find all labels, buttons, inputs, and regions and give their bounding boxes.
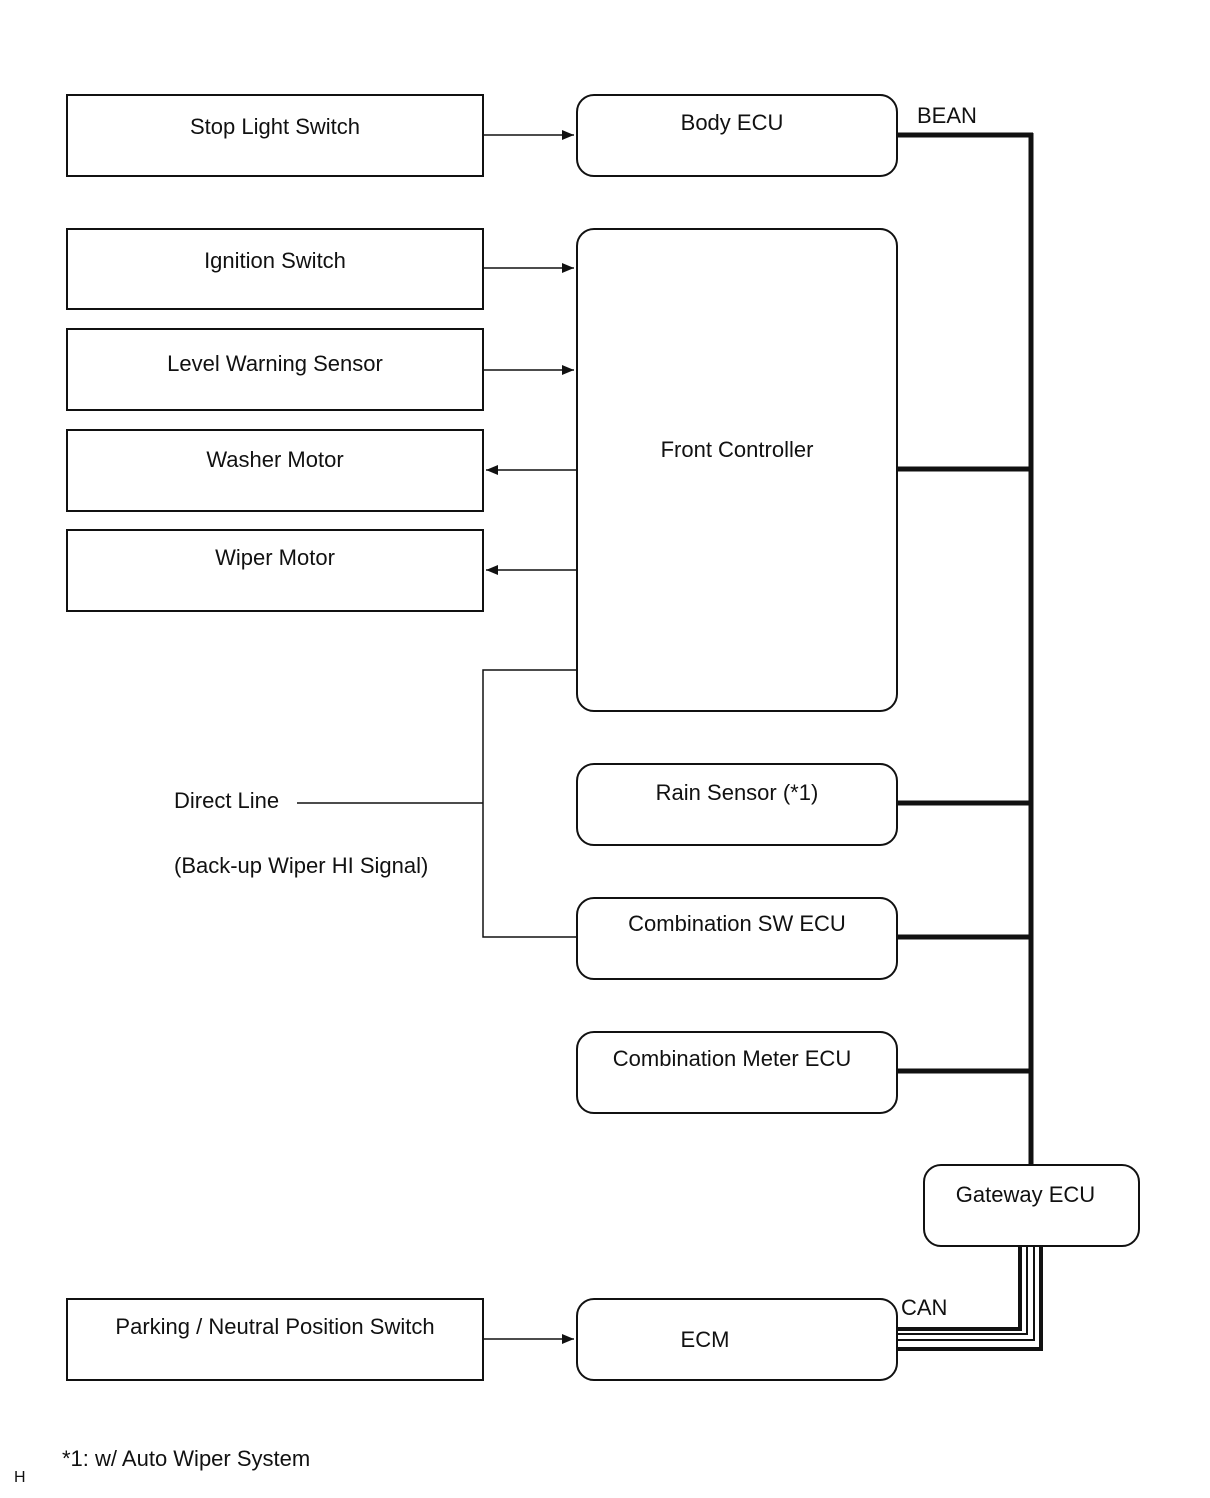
can-label: CAN bbox=[901, 1295, 948, 1320]
wiper-motor-box: Wiper Motor bbox=[66, 529, 484, 612]
stop-light-switch-box: Stop Light Switch bbox=[66, 94, 484, 177]
gateway-ecu-box: Gateway ECU bbox=[923, 1164, 1140, 1247]
ignition-switch-box: Ignition Switch bbox=[66, 228, 484, 310]
park-neutral-switch-label: Parking / Neutral Position Switch bbox=[115, 1314, 435, 1339]
can-bus bbox=[898, 1246, 1043, 1351]
direct-line-label: Direct Line bbox=[174, 788, 280, 813]
body-ecu-label: Body ECU bbox=[680, 110, 784, 135]
rain-sensor-box: Rain Sensor (*1) bbox=[576, 763, 898, 846]
wiper-motor-label: Wiper Motor bbox=[215, 545, 335, 570]
level-warning-sensor-label: Level Warning Sensor bbox=[167, 351, 383, 376]
backup-signal-label: (Back-up Wiper HI Signal) bbox=[174, 853, 429, 878]
direct-line bbox=[482, 669, 576, 938]
front-controller-label: Front Controller bbox=[660, 437, 814, 462]
body-ecu-box: Body ECU bbox=[576, 94, 898, 177]
park-neutral-switch-box: Parking / Neutral Position Switch bbox=[66, 1298, 484, 1381]
ecm-label: ECM bbox=[680, 1327, 730, 1352]
ignition-switch-label: Ignition Switch bbox=[204, 248, 346, 273]
footnote: *1: w/ Auto Wiper System bbox=[62, 1446, 311, 1471]
gateway-ecu-label: Gateway ECU bbox=[955, 1182, 1096, 1207]
combination-meter-ecu-label: Combination Meter ECU bbox=[612, 1046, 852, 1071]
ecm-box: ECM bbox=[576, 1298, 898, 1381]
combination-meter-ecu-box: Combination Meter ECU bbox=[576, 1031, 898, 1114]
stop-light-switch-label: Stop Light Switch bbox=[190, 114, 360, 139]
corner-mark: H bbox=[14, 1469, 26, 1486]
washer-motor-box: Washer Motor bbox=[66, 429, 484, 512]
washer-motor-label: Washer Motor bbox=[206, 447, 344, 472]
combination-sw-ecu-box: Combination SW ECU bbox=[576, 897, 898, 980]
front-controller-box: Front Controller bbox=[576, 228, 898, 712]
level-warning-sensor-box: Level Warning Sensor bbox=[66, 328, 484, 411]
bean-label: BEAN bbox=[917, 103, 977, 128]
rain-sensor-label: Rain Sensor (*1) bbox=[655, 780, 819, 805]
combination-sw-ecu-label: Combination SW ECU bbox=[628, 911, 846, 936]
